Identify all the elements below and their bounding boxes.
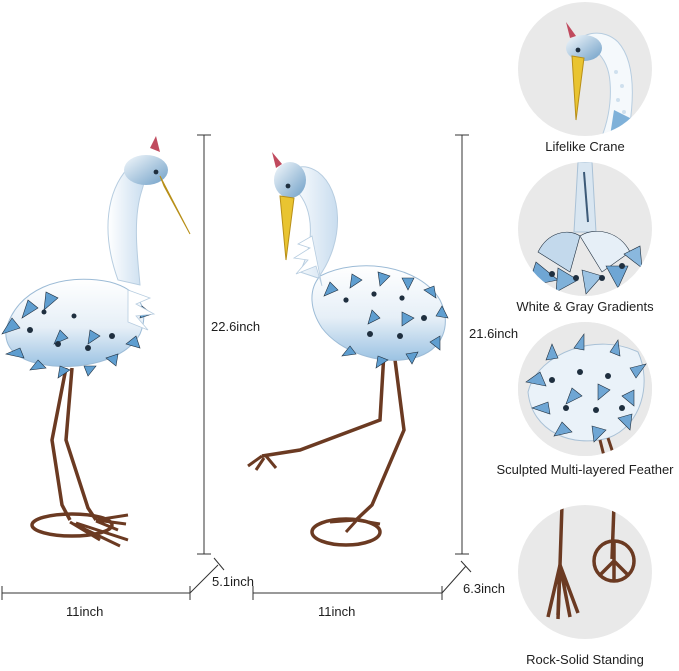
right-height-label: 21.6inch bbox=[469, 326, 519, 341]
feature-caption-standing: Rock-Solid Standing bbox=[526, 652, 644, 667]
right-width-label: 11inch bbox=[318, 604, 356, 619]
left-width-label: 11inch bbox=[66, 604, 104, 619]
layered-feather-closeup-icon bbox=[518, 322, 652, 456]
right-depth-label: 6.3inch bbox=[463, 581, 505, 596]
left-height-label: 22.6inch bbox=[211, 319, 261, 334]
dimension-lines bbox=[1, 134, 472, 600]
feature-caption-lifelike: Lifelike Crane bbox=[545, 139, 625, 154]
crane-head-closeup-icon bbox=[518, 2, 652, 136]
left-crane bbox=[1, 136, 191, 548]
left-depth-label: 5.1inch bbox=[212, 574, 254, 589]
feather-gradient-closeup-icon bbox=[518, 162, 652, 296]
metal-feet-closeup-icon bbox=[518, 505, 652, 639]
feature-caption-feather: Sculpted Multi-layered Feather bbox=[496, 462, 674, 477]
feature-caption-gradients: White & Gray Gradients bbox=[516, 299, 654, 314]
right-crane bbox=[247, 152, 449, 547]
